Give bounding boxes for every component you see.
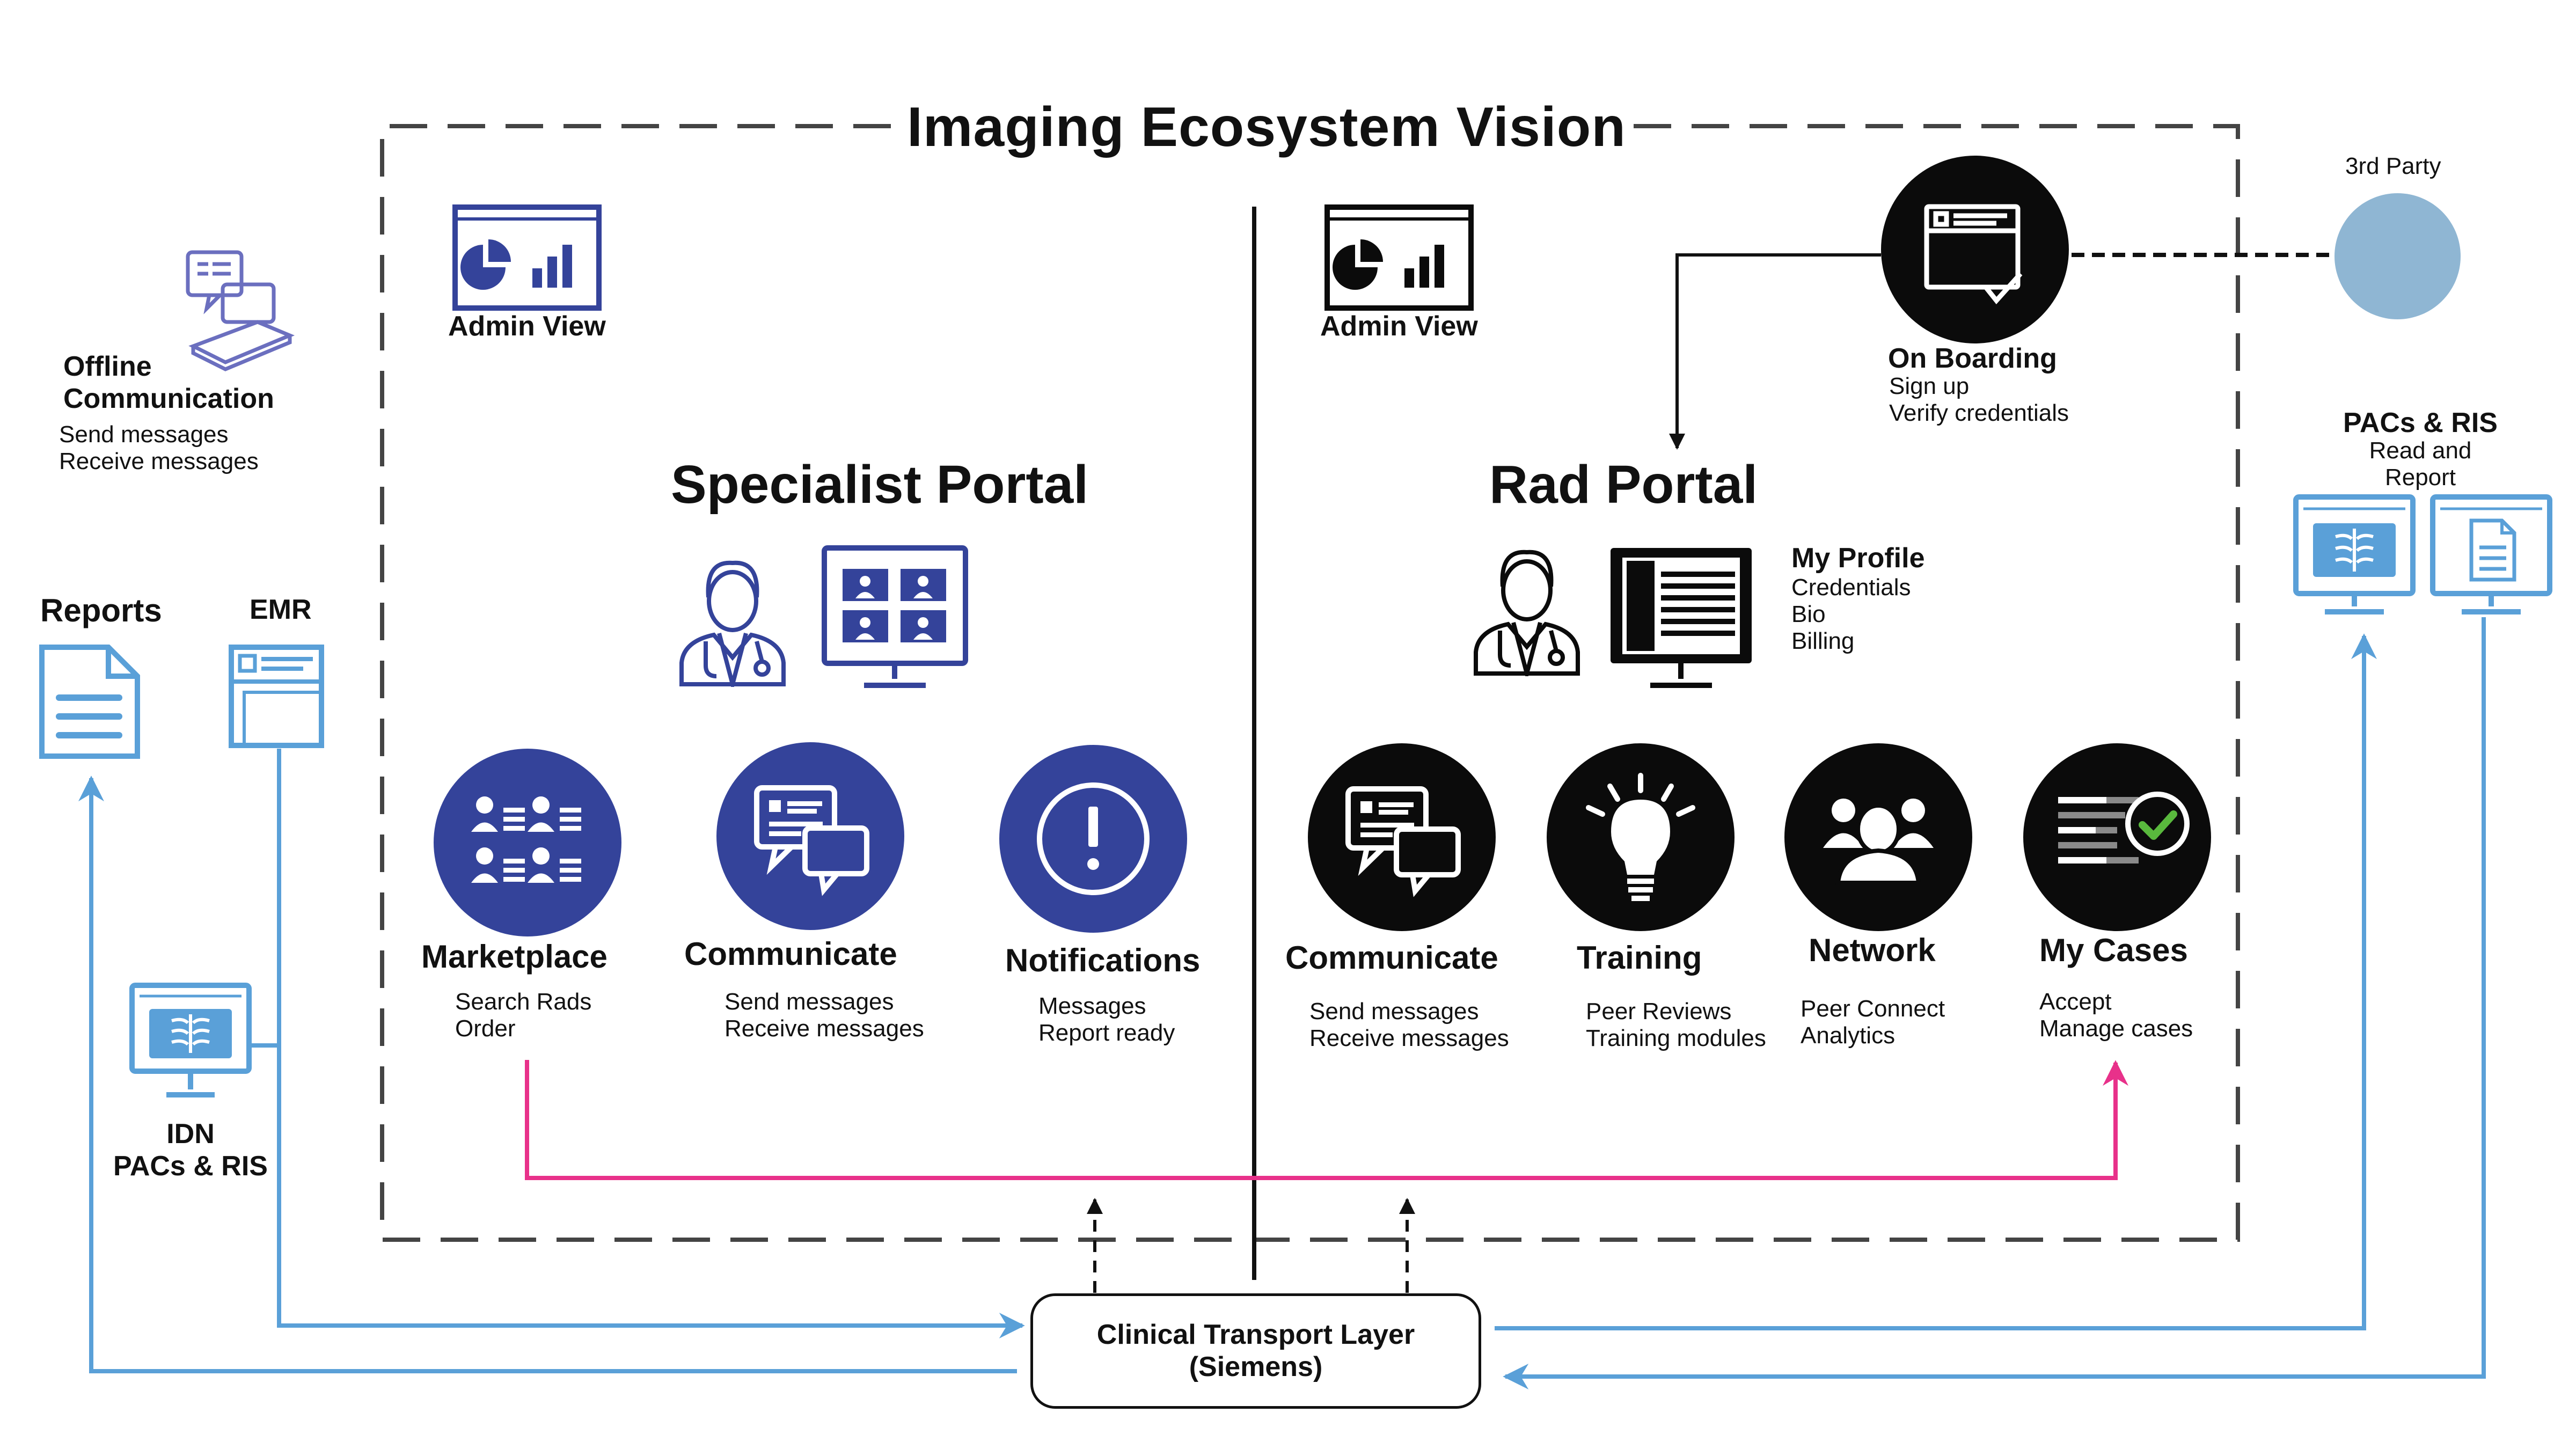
specialist-communicate-circle[interactable] <box>716 742 904 930</box>
pacs-report-flow-line <box>1503 617 2486 1389</box>
offline-title-line2: Communication <box>63 383 274 414</box>
rad-portal-title: Rad Portal <box>1489 455 1758 515</box>
marketplace-circle[interactable] <box>434 749 621 936</box>
specialist-admin-view-label: Admin View <box>448 311 606 342</box>
rad-communicate-line1: Send messages <box>1309 998 1479 1024</box>
network-line1: Peer Connect <box>1801 996 1945 1022</box>
my-profile-line3: Billing <box>1791 628 1855 654</box>
checklist-icon <box>2058 792 2190 863</box>
my-cases-circle[interactable] <box>2023 743 2211 931</box>
rad-admin-view-label: Admin View <box>1320 311 1478 342</box>
my-cases-title: My Cases <box>2039 932 2188 968</box>
marketplace-line1: Search Rads <box>455 989 592 1015</box>
idn-line2: PACs & RIS <box>113 1151 268 1182</box>
transport-line1: Clinical Transport Layer <box>1096 1319 1415 1350</box>
video-conference-monitor-icon <box>821 545 969 692</box>
network-people-icon <box>1823 799 1934 885</box>
training-line1: Peer Reviews <box>1586 998 1732 1024</box>
ecosystem-frame <box>380 124 2240 1242</box>
my-profile-title: My Profile <box>1791 543 1925 574</box>
network-line2: Analytics <box>1801 1022 1896 1049</box>
third-party-label: 3rd Party <box>2345 153 2441 179</box>
specialist-communicate-line1: Send messages <box>724 989 894 1015</box>
transport-line2: (Siemens) <box>1189 1351 1323 1382</box>
reports-label: Reports <box>40 592 162 628</box>
training-title: Training <box>1577 940 1702 976</box>
onboarding-line2: Verify credentials <box>1889 400 2069 426</box>
clinical-transport-layer-box[interactable]: Clinical Transport Layer (Siemens) <box>1030 1293 1481 1409</box>
emr-label: EMR <box>250 594 312 625</box>
pacs-read-flow-line <box>1495 633 2377 1330</box>
my-profile-line2: Bio <box>1791 601 1826 627</box>
my-cases-line1: Accept <box>2039 989 2112 1015</box>
my-profile-line1: Credentials <box>1791 574 1911 601</box>
specialist-portal-title: Specialist Portal <box>671 455 1089 515</box>
rad-communicate-circle[interactable] <box>1308 743 1496 931</box>
onboarding-line1: Sign up <box>1889 373 1970 399</box>
specialist-admin-view-icon <box>452 204 602 311</box>
training-line2: Training modules <box>1586 1025 1766 1051</box>
lightbulb-icon <box>1586 773 1695 901</box>
rad-admin-view-icon <box>1324 204 1474 311</box>
pacs-xray-monitor-icon <box>2293 494 2416 617</box>
chat-icon <box>1345 786 1461 897</box>
people-grid-icon <box>471 796 581 883</box>
specialist-communicate-title: Communicate <box>684 936 897 972</box>
specialist-communicate-line2: Receive messages <box>724 1015 924 1042</box>
chat-icon <box>754 785 869 896</box>
offline-title-line1: Offline <box>63 351 152 382</box>
xray-monitor-icon <box>129 982 252 1106</box>
idn-line1: IDN <box>166 1118 215 1150</box>
diagram-title: Imaging Ecosystem Vision <box>907 96 1626 158</box>
pacs-report-monitor-icon <box>2429 494 2553 617</box>
tablet-chat-icon <box>177 247 295 376</box>
onboarding-flow-line <box>1669 253 1881 450</box>
onboarding-form-icon <box>1924 204 2023 304</box>
reports-flow-line <box>78 775 1017 1373</box>
notifications-title: Notifications <box>1005 942 1201 978</box>
my-cases-line2: Manage cases <box>2039 1015 2193 1042</box>
onboarding-circle[interactable] <box>1881 156 2069 343</box>
third-party-circle[interactable] <box>2334 193 2461 319</box>
specialist-doctor-icon <box>676 555 789 693</box>
rad-communicate-line2: Receive messages <box>1309 1025 1509 1051</box>
rad-doctor-icon <box>1470 545 1583 682</box>
pacs-line1: Read and <box>2369 437 2472 464</box>
pacs-line2: Report <box>2384 464 2456 491</box>
notifications-line1: Messages <box>1038 993 1146 1019</box>
rad-communicate-title: Communicate <box>1285 940 1498 976</box>
alert-icon <box>1037 782 1150 895</box>
network-circle[interactable] <box>1784 743 1972 931</box>
marketplace-line2: Order <box>455 1015 516 1042</box>
profile-monitor-icon <box>1607 545 1755 692</box>
offline-line1: Send messages <box>59 421 229 448</box>
onboarding-title: On Boarding <box>1888 343 2057 374</box>
emr-flow-line <box>277 749 1025 1338</box>
notifications-line2: Report ready <box>1038 1020 1175 1046</box>
marketplace-title: Marketplace <box>421 939 608 975</box>
training-circle[interactable] <box>1547 743 1735 931</box>
offline-line2: Receive messages <box>59 448 259 474</box>
notifications-circle[interactable] <box>999 745 1187 933</box>
pacs-title: PACs & RIS <box>2343 407 2498 438</box>
document-icon <box>39 644 141 759</box>
marketplace-to-cases-line <box>525 1060 2128 1180</box>
network-title: Network <box>1809 932 1936 968</box>
emr-window-icon <box>228 644 325 749</box>
